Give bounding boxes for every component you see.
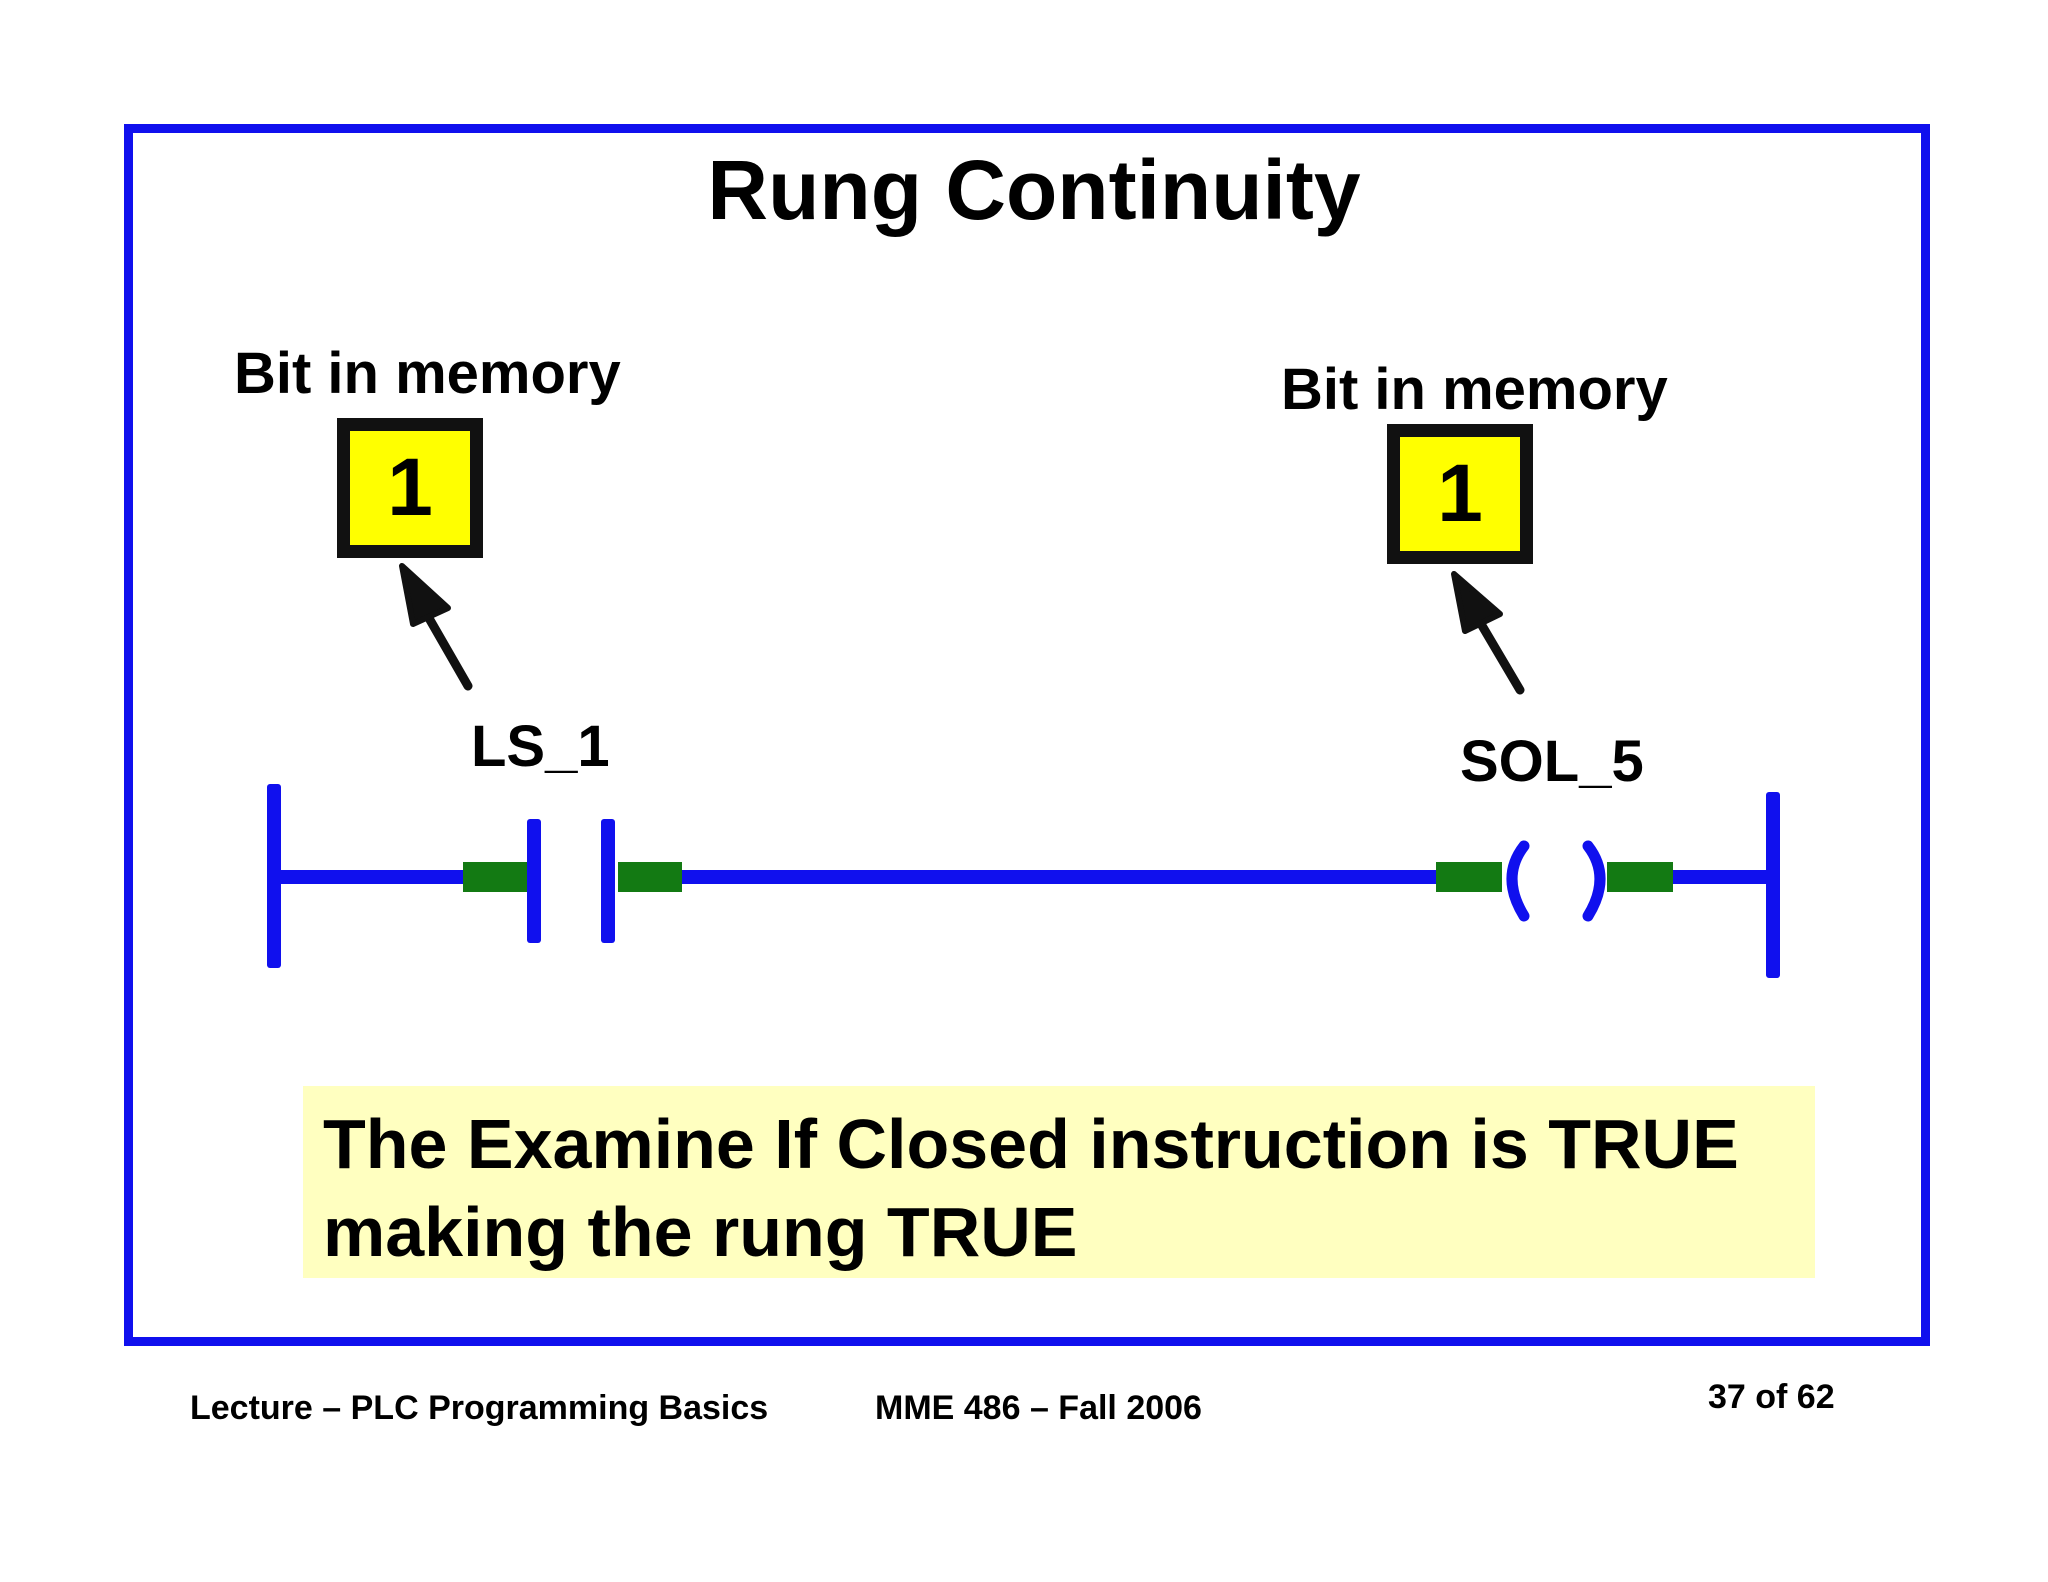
note-line-2: making the rung TRUE xyxy=(323,1193,1078,1271)
right-power-rail xyxy=(1766,792,1780,978)
left-memory-bit: 1 xyxy=(337,418,483,558)
left-arrow-icon xyxy=(399,563,473,691)
left-power-rail xyxy=(267,784,281,968)
output-coil xyxy=(1506,840,1606,922)
footer-lecture: Lecture – PLC Programming Basics xyxy=(190,1389,769,1427)
rung-wire-right xyxy=(1670,870,1770,884)
right-memory-bit: 1 xyxy=(1387,424,1533,564)
rung-wire-middle xyxy=(680,870,1440,884)
explanation-note: The Examine If Closed instruction is TRU… xyxy=(303,1086,1815,1278)
examine-if-closed-contact xyxy=(527,819,615,943)
left-memory-label: Bit in memory xyxy=(234,341,621,406)
energized-segment-3 xyxy=(1436,862,1502,892)
coil-tag: SOL_5 xyxy=(1460,729,1644,794)
energized-segment-2 xyxy=(618,862,682,892)
footer-page-number: 37 of 62 xyxy=(1708,1378,1835,1416)
contact-tag: LS_1 xyxy=(471,714,610,779)
note-line-1: The Examine If Closed instruction is TRU… xyxy=(323,1105,1739,1183)
slide-title: Rung Continuity xyxy=(707,143,1361,237)
right-memory-label: Bit in memory xyxy=(1281,357,1668,422)
right-arrow-icon xyxy=(1451,571,1525,695)
footer-course: MME 486 – Fall 2006 xyxy=(875,1389,1202,1427)
energized-segment-1 xyxy=(463,862,529,892)
energized-segment-4 xyxy=(1607,862,1673,892)
rung-wire-left xyxy=(275,870,465,884)
